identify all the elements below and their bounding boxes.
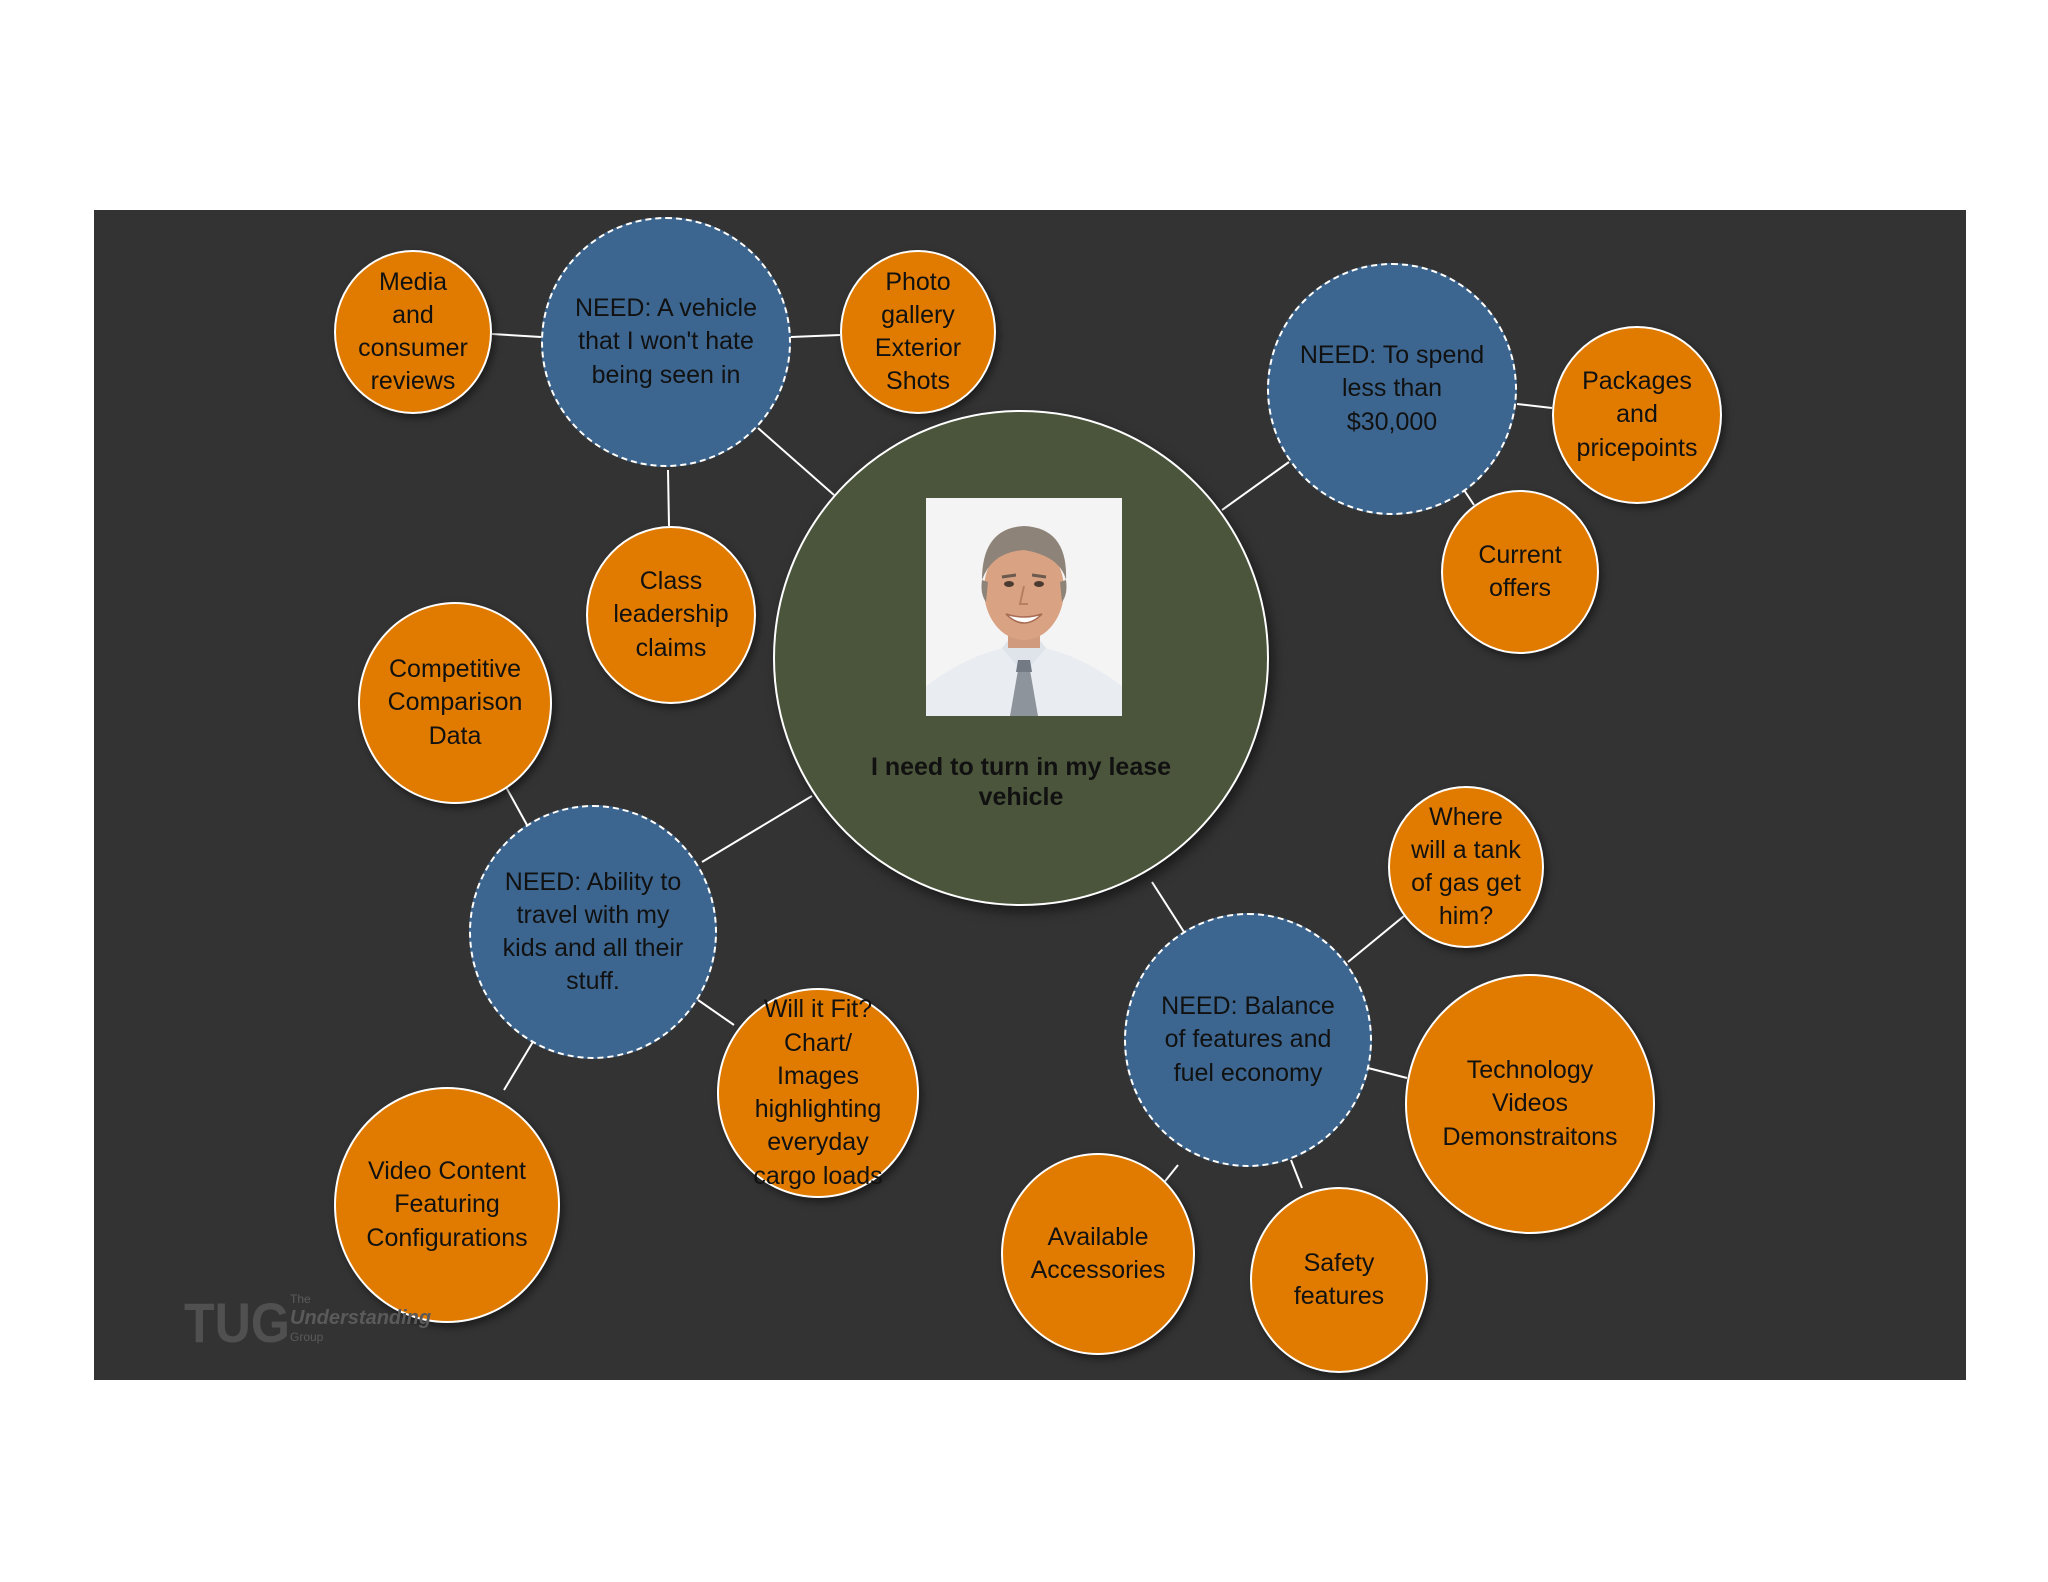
need-space-label: NEED: Ability to travel with my kids and… (502, 867, 684, 996)
company-logo: TUG The Understanding Group (184, 1292, 444, 1352)
will-it-fit-node: Will it Fit? Chart/ Images highlighting … (717, 988, 919, 1198)
packages-node: Packages and pricepoints (1552, 326, 1722, 504)
media-reviews-label: Media and consumer reviews (358, 267, 468, 396)
technology-videos-node: Technology Videos Demonstraitons (1405, 974, 1655, 1234)
link-need-vehicle-image-media-reviews (491, 333, 542, 338)
link-need-budget-current-offers (1463, 489, 1475, 506)
link-need-budget-packages (1516, 403, 1553, 409)
current-offers-label: Current offers (1478, 540, 1562, 602)
link-need-space-video-content (503, 1039, 535, 1091)
safety-features-node: Safety features (1250, 1187, 1428, 1373)
central-persona-node: I need to turn in my lease vehicle (773, 410, 1269, 906)
persona-photo (926, 498, 1122, 716)
available-accessories-label: Available Accessories (1030, 1222, 1166, 1284)
need-vehicle-image-label: NEED: A vehicle that I won't hate being … (574, 294, 758, 389)
need-space-node: NEED: Ability to travel with my kids and… (469, 805, 717, 1059)
link-need-vehicle-image-class-leadership (667, 469, 670, 527)
need-vehicle-image-node: NEED: A vehicle that I won't hate being … (541, 217, 791, 467)
link-center-need-budget (1221, 461, 1290, 511)
class-leadership-node: Class leadership claims (586, 526, 756, 704)
need-budget-node: NEED: To spend less than $30,000 (1267, 263, 1517, 515)
logo-text-group: Group (290, 1330, 324, 1344)
link-need-balance-technology-videos (1367, 1067, 1408, 1079)
tug-logo-letters: TUG (184, 1292, 290, 1348)
need-balance-label: NEED: Balance of features and fuel econo… (1161, 992, 1335, 1087)
media-reviews-node: Media and consumer reviews (334, 250, 492, 414)
central-persona-label: I need to turn in my lease vehicle (870, 753, 1172, 811)
class-leadership-label: Class leadership claims (613, 567, 729, 662)
photo-gallery-label: Photo gallery Exterior Shots (874, 267, 962, 396)
technology-videos-label: Technology Videos Demonstraitons (1442, 1056, 1618, 1151)
will-it-fit-label: Will it Fit? Chart/ Images highlighting … (753, 995, 883, 1190)
competitive-data-node: Competitive Comparison Data (358, 602, 552, 804)
mind-map-slide: I need to turn in my lease vehicle NEED:… (94, 210, 1966, 1380)
video-content-label: Video Content Featuring Configurations (366, 1157, 528, 1252)
link-need-balance-safety-features (1290, 1159, 1303, 1189)
tank-of-gas-node: Where will a tank of gas get him? (1388, 786, 1544, 948)
logo-text-the: The (290, 1292, 311, 1306)
tank-of-gas-label: Where will a tank of gas get him? (1411, 802, 1521, 931)
need-budget-label: NEED: To spend less than $30,000 (1299, 341, 1485, 436)
link-need-vehicle-image-photo-gallery (790, 334, 841, 338)
photo-gallery-node: Photo gallery Exterior Shots (840, 250, 996, 414)
safety-features-label: Safety features (1293, 1248, 1385, 1310)
video-content-node: Video Content Featuring Configurations (334, 1087, 560, 1323)
need-balance-node: NEED: Balance of features and fuel econo… (1124, 913, 1372, 1167)
current-offers-node: Current offers (1441, 490, 1599, 654)
link-center-need-balance (1151, 881, 1185, 933)
link-center-need-space (701, 795, 813, 863)
logo-text-understanding: Understanding (290, 1307, 432, 1329)
link-need-space-competitive-data (505, 786, 528, 826)
competitive-data-label: Competitive Comparison Data (387, 655, 523, 750)
link-need-space-will-it-fit (697, 999, 735, 1026)
connector-lines (491, 333, 1553, 1191)
tug-logo-mark: TUG (184, 1292, 290, 1348)
packages-label: Packages and pricepoints (1576, 367, 1698, 462)
link-center-need-vehicle-image (757, 427, 835, 496)
link-need-balance-tank-of-gas (1347, 915, 1405, 963)
available-accessories-node: Available Accessories (1001, 1153, 1195, 1355)
